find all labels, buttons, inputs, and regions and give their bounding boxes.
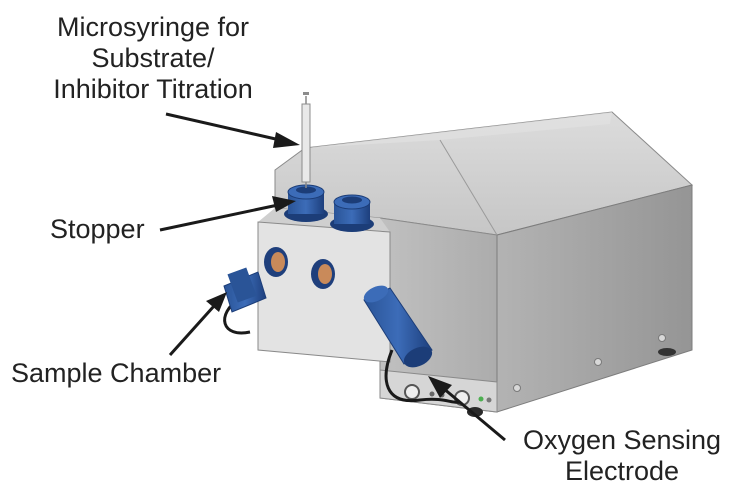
oxygen-electrode-connector [363,285,483,417]
label-microsyringe-line-2: Substrate/ [91,43,215,73]
arrowhead-microsyringe [273,132,300,148]
arrowhead-stopper [272,196,296,212]
sample-chamber-connector [223,267,267,335]
microsyringe [301,92,311,188]
label-oxygen-electrode-line-1: Oxygen Sensing [522,425,722,455]
arrow-oxygen-electrode [442,386,506,442]
leader-arrows [159,112,506,442]
label-microsyringe: Microsyringe for Substrate/ Inhibitor Ti… [8,12,298,105]
stoppers [284,184,374,232]
arrowhead-oxygen-electrode [428,376,452,398]
label-sample-chamber: Sample Chamber [11,358,222,388]
instrument-housing [274,111,694,413]
arrowhead-sample-chamber [206,292,227,312]
arrow-stopper [159,203,279,232]
label-oxygen-electrode-line-2: Electrode [564,456,680,486]
chamber-panel [257,208,391,363]
label-stopper: Stopper [50,214,145,244]
label-microsyringe-line-3: Inhibitor Titration [53,74,253,104]
label-oxygen-electrode: Oxygen Sensing Electrode [508,425,736,487]
arrow-microsyringe [165,112,281,142]
arrow-sample-chamber [168,304,216,357]
label-microsyringe-line-1: Microsyringe for [56,12,250,42]
